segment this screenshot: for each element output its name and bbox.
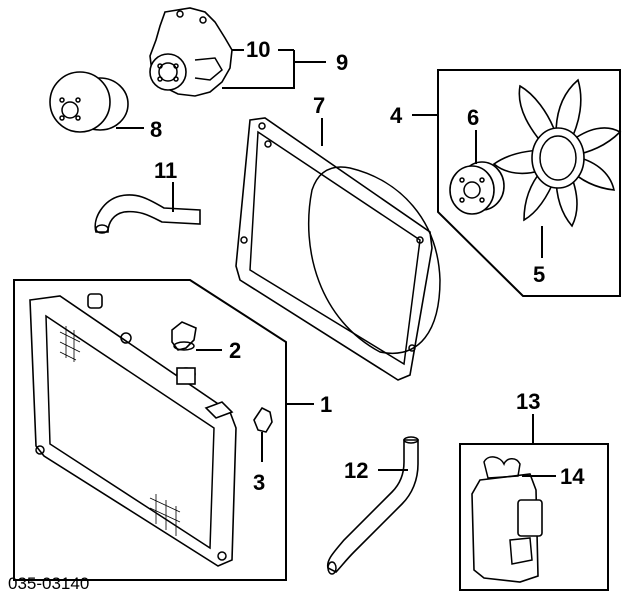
callout-1: 1 [320, 392, 332, 417]
callout-9: 9 [336, 50, 348, 75]
callout-14: 14 [560, 464, 585, 489]
fan-clutch[interactable] [449, 161, 505, 215]
callout-3: 3 [253, 470, 265, 495]
radiator-hose-upper[interactable] [94, 194, 201, 234]
water-pump[interactable] [149, 7, 233, 97]
callout-10: 10 [246, 37, 270, 62]
pulley[interactable] [49, 71, 129, 133]
cooling-fan[interactable] [492, 78, 622, 228]
callout-8: 8 [150, 117, 162, 142]
diagram-part-number: 035-03140 [8, 574, 89, 593]
fan-shroud[interactable] [235, 117, 441, 381]
drain-plug[interactable] [253, 406, 273, 433]
callout-5: 5 [533, 262, 545, 287]
callout-12: 12 [344, 458, 368, 483]
callout-2: 2 [229, 338, 241, 363]
coolant-reservoir[interactable] [471, 456, 543, 583]
callout-4: 4 [390, 103, 403, 128]
radiator[interactable] [29, 293, 237, 567]
radiator-cap[interactable] [171, 321, 197, 351]
callout-13: 13 [516, 389, 540, 414]
radiator-hose-lower[interactable] [326, 436, 419, 575]
callout-6: 6 [467, 105, 479, 130]
callout-7: 7 [313, 93, 325, 118]
callout-11: 11 [154, 158, 177, 183]
